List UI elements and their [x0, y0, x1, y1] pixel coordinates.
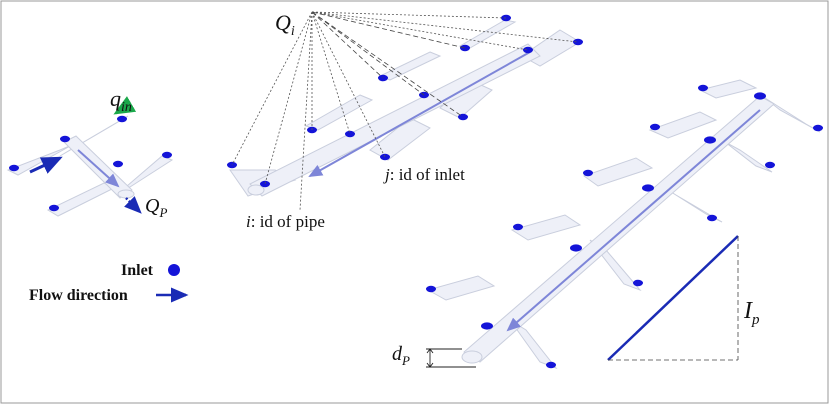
inlet-dot — [260, 180, 270, 188]
inlet-dot — [704, 136, 716, 144]
pipe-id-label: i: id of pipe — [246, 212, 325, 231]
inlet-dot — [698, 84, 708, 92]
inlet-dot — [813, 124, 823, 132]
large-pipe-network — [426, 79, 823, 370]
inlet-dot — [162, 151, 172, 159]
outlet-flow-arrow — [124, 196, 142, 214]
diameter-label: dP — [392, 343, 410, 368]
slope-indicator — [607, 235, 739, 361]
inlet-dot — [573, 38, 583, 46]
inlet-dot — [426, 285, 436, 293]
inlet-dot — [707, 214, 717, 222]
inlet-dot — [380, 153, 390, 161]
qi-label: Qi — [275, 10, 295, 39]
legend-inlet-label: Inlet — [121, 262, 154, 279]
legend-flow-label: Flow direction — [29, 287, 128, 304]
inlet-dot — [765, 161, 775, 169]
inlet-dot — [113, 160, 123, 168]
inlet-dot — [650, 123, 660, 131]
inlet-dot — [513, 223, 523, 231]
inlet-dot — [754, 92, 766, 100]
diameter-indicator — [426, 348, 476, 368]
inlet-dot — [9, 164, 19, 172]
inlet-dot — [570, 244, 582, 252]
flow-arrow — [29, 156, 63, 174]
inlet-dot — [642, 184, 654, 192]
inlet-dot — [49, 204, 59, 212]
inlet-dot — [583, 169, 593, 177]
inlet-id-label: j: id of inlet — [383, 165, 465, 184]
small-pipe-network — [6, 96, 174, 217]
qin-label: qin — [110, 86, 132, 115]
inlet-dot — [501, 14, 511, 22]
inlet-dot — [481, 322, 493, 330]
inlet-dot — [460, 44, 470, 52]
slope-label: Ip — [743, 298, 760, 328]
inlet-dot — [546, 361, 556, 369]
qin-arrow — [113, 96, 137, 115]
legend-inlet-dot — [168, 264, 180, 276]
inlet-dot — [117, 115, 127, 123]
inlet-dot — [633, 279, 643, 287]
inlet-dot — [60, 135, 70, 143]
legend: Inlet Flow direction — [29, 262, 189, 304]
qi-connection-lines — [231, 11, 579, 211]
inlet-dot — [523, 46, 533, 54]
qp-label: QP — [145, 195, 167, 220]
inlet-dot — [345, 130, 355, 138]
middle-pipe-network — [227, 14, 583, 197]
